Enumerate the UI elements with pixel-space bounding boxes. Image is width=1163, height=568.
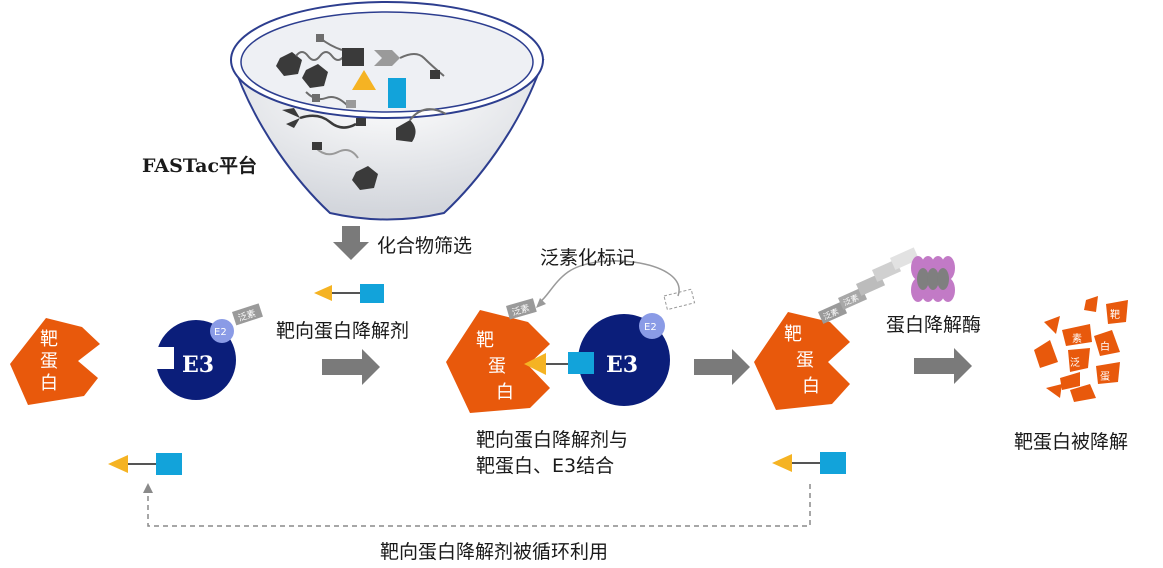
proteasome-icon [911,256,955,302]
compound-library [276,34,447,190]
fragment-1 [1106,300,1128,324]
svg-text:素: 素 [1072,332,1082,345]
bound-target-char-3: 白 [496,382,514,403]
ubiquitinated-target: 靶 蛋 白 泛素 泛素 [754,247,920,410]
e2-enzyme [210,319,234,343]
ubiquitin-tag: 泛素 [232,303,263,326]
e2-bound [639,313,665,339]
binding-label-line2: 靶蛋白、E3结合 [476,455,614,477]
ub-target-char-2: 蛋 [796,350,814,371]
svg-text:靶: 靶 [1110,308,1120,321]
target-char-1: 靶 [40,329,58,350]
target-char-2: 蛋 [40,351,58,372]
ub-target-char-1: 靶 [784,324,802,345]
screening-label: 化合物筛选 [377,235,472,257]
bound-target-char-1: 靶 [476,330,494,351]
step-arrow-3 [914,348,972,384]
svg-text:泛: 泛 [1070,357,1080,369]
ubiquitin-transferred: 泛素 [506,298,537,320]
svg-text:蛋: 蛋 [1100,371,1110,383]
svg-text:白: 白 [1100,340,1110,353]
e3-label: E3 [182,352,214,378]
ternary-complex: 靶 蛋 白 E3 E2 泛素 [446,260,696,413]
screening-arrow [333,226,369,260]
e2-label: E2 [214,327,227,338]
fragment-labels: 靶 白 素 泛 蛋 [1070,308,1120,383]
bound-target-char-2: 蛋 [488,356,506,377]
recycled-degrader-right [772,452,846,474]
degraded-label: 靶蛋白被降解 [1014,431,1128,453]
ub-target-char-3: 白 [802,376,820,397]
binding-label-line1: 靶向蛋白降解剂与 [476,429,628,451]
target-char-3: 白 [40,373,58,394]
ubiquitination-label: 泛素化标记 [540,247,635,269]
recycle-label: 靶向蛋白降解剂被循环利用 [380,541,608,563]
e3-ligase-free: E3 E2 泛素 [154,303,263,400]
recycle-path [143,483,811,527]
svg-text:E2: E2 [644,322,657,333]
degrader-label: 靶向蛋白降解剂 [276,320,409,342]
recycled-degrader-left [108,453,182,475]
ligand-triangle [352,70,376,90]
degraded-fragments [1034,296,1128,402]
degrader-molecule-top [314,284,384,303]
target-protein-free: 靶 蛋 白 [10,318,100,405]
step-arrow-2 [694,349,750,385]
polyubiquitin-chain: 泛素 泛素 [818,247,920,324]
proteasome-label: 蛋白降解酶 [886,314,981,336]
step-arrow-1 [322,349,380,385]
platform-label: FASTac平台 [142,154,257,177]
target-protein-bound [446,310,550,413]
ligand-rectangle [388,78,406,108]
e3-bound-label: E3 [606,352,638,378]
fastac-funnel [230,1,545,221]
